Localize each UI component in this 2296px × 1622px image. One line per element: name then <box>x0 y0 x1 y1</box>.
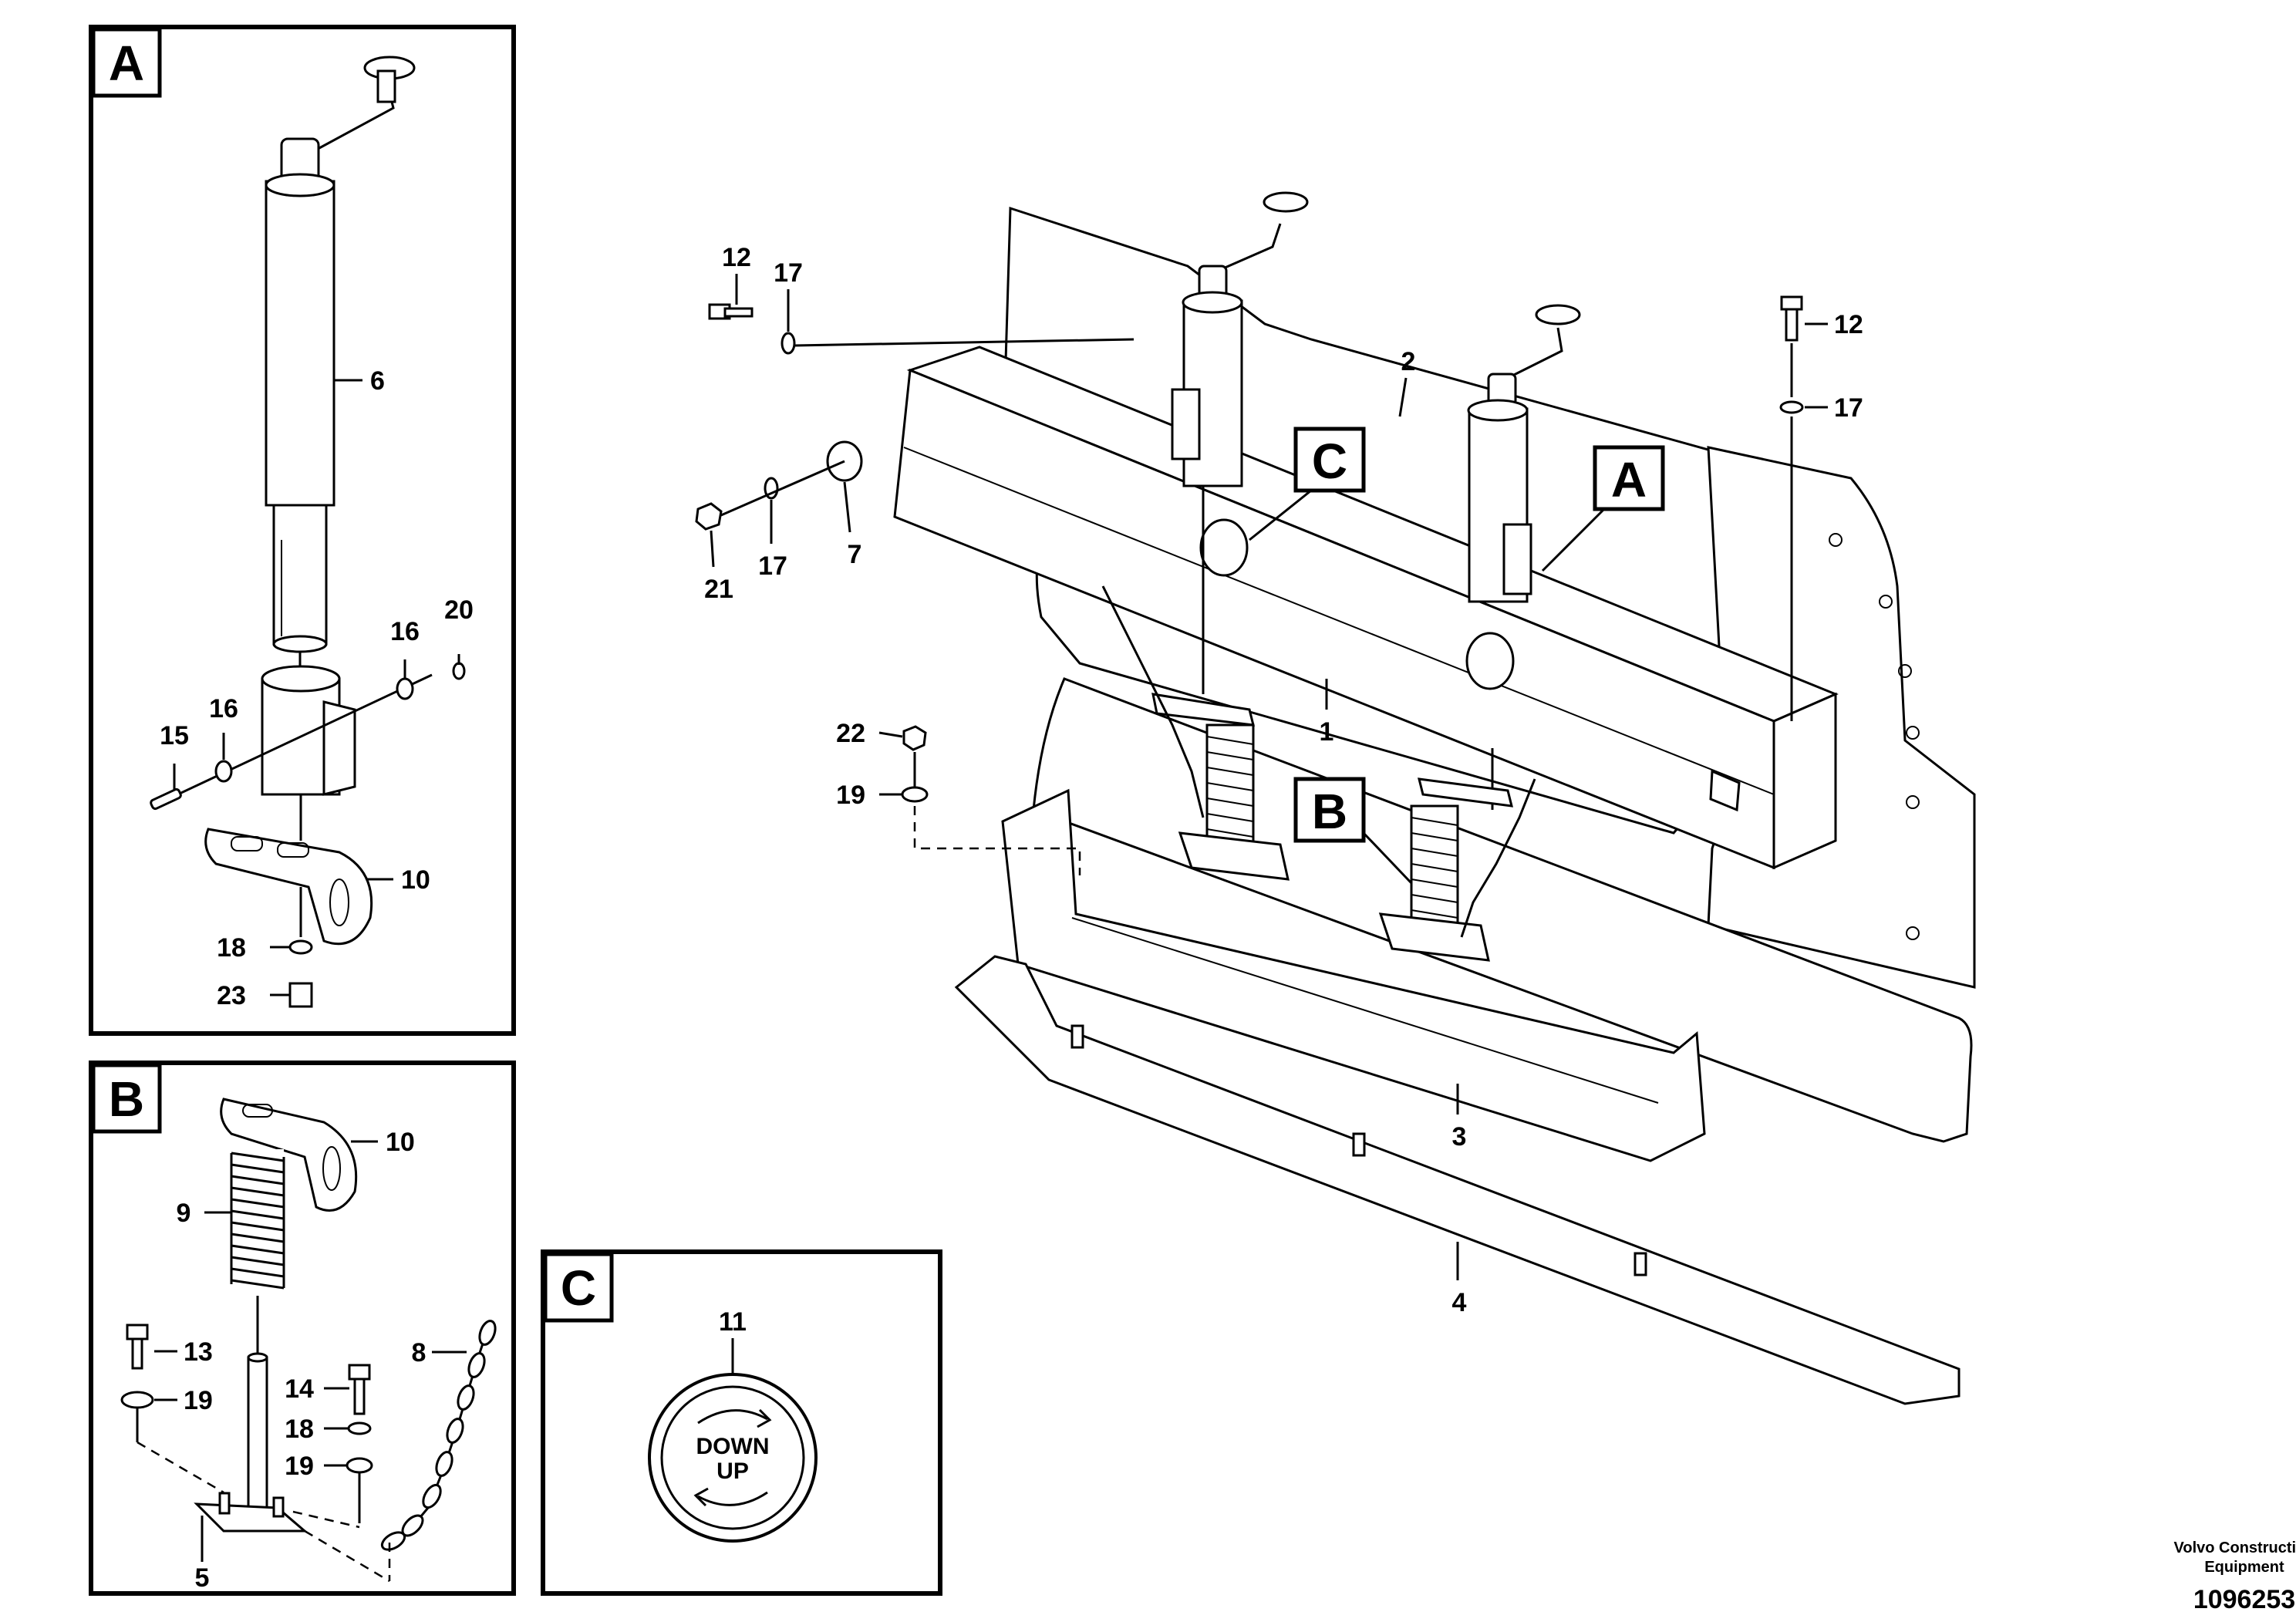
right-jack <box>1467 304 1581 810</box>
skid-plate <box>954 955 1961 1405</box>
rotate-arrow-top-icon <box>697 1409 768 1425</box>
company-name-line1: Volvo Construction <box>2174 1539 2296 1556</box>
company-name-line2: Equipment <box>2204 1559 2284 1576</box>
callout-b-9: 9 <box>177 1199 191 1228</box>
callout-a-23: 23 <box>217 981 246 1010</box>
jack-cylinder <box>265 56 416 653</box>
main-assembly-view: C A B 12 17 12 17 2 7 17 <box>695 191 1976 1405</box>
callout-a-16-lower: 16 <box>209 694 238 723</box>
callout-a-16-upper: 16 <box>390 617 420 646</box>
detail-c-tag: C <box>561 1260 596 1316</box>
callout-a-6: 6 <box>370 366 385 396</box>
document-number: 1096253 <box>2193 1585 2295 1614</box>
callout-main-7: 7 <box>848 540 862 569</box>
callout-b-18: 18 <box>285 1415 314 1444</box>
callout-c-11: 11 <box>719 1307 747 1337</box>
detail-a-tag: A <box>109 35 144 91</box>
detail-view-b: B <box>89 1061 516 1596</box>
detail-a-tag-box <box>91 27 162 98</box>
knob-label-down: DOWN <box>696 1434 770 1459</box>
knob-label-up: UP <box>716 1458 749 1484</box>
callout-main-12-right: 12 <box>1834 310 1863 339</box>
detail-b-tag: B <box>109 1071 144 1127</box>
svg-text:B: B <box>1312 784 1347 839</box>
detail-b-frame <box>89 1061 516 1596</box>
svg-text:C: C <box>1312 433 1347 489</box>
callout-main-19: 19 <box>836 781 865 810</box>
callout-main-4: 4 <box>1452 1288 1467 1317</box>
detail-view-a: A <box>89 25 516 1036</box>
callout-main-3: 3 <box>1452 1122 1467 1152</box>
mounting-tube <box>261 665 356 796</box>
callout-a-10: 10 <box>401 865 430 895</box>
main-callout-a: A <box>1541 445 1665 572</box>
detail-c-tag-box <box>543 1252 614 1323</box>
channel-plate <box>1001 788 1706 1162</box>
footer: Volvo Construction Equipment 1096253 <box>2174 1539 2296 1614</box>
main-callout-b: B <box>1293 777 1413 885</box>
right-spring-assembly <box>1378 777 1536 962</box>
callout-b-10: 10 <box>386 1128 415 1157</box>
left-spring-assembly <box>1101 585 1290 881</box>
callout-b-13: 13 <box>184 1337 213 1367</box>
callout-main-2: 2 <box>1401 347 1416 376</box>
rotate-arrow-bottom-icon <box>697 1491 768 1506</box>
main-beam <box>893 346 1839 870</box>
callout-a-15: 15 <box>160 721 189 750</box>
detail-a-frame <box>89 25 516 1036</box>
callout-main-1: 1 <box>1320 717 1334 747</box>
main-callout-c: C <box>1249 427 1366 541</box>
bracket-b <box>220 1098 358 1212</box>
down-up-knob: DOWN UP <box>648 1373 818 1543</box>
pin-base <box>194 1352 308 1533</box>
callout-b-14: 14 <box>285 1374 314 1404</box>
svg-text:A: A <box>1611 452 1647 508</box>
callout-b-8: 8 <box>412 1338 426 1367</box>
detail-c-frame <box>541 1249 942 1596</box>
callout-main-17-right: 17 <box>1834 393 1863 423</box>
callout-b-19-right: 19 <box>285 1452 314 1481</box>
callout-a-20: 20 <box>444 595 474 625</box>
callout-main-12-left: 12 <box>722 243 751 272</box>
callout-a-18: 18 <box>217 933 246 963</box>
detail-b-tag-box <box>91 1063 162 1134</box>
callout-main-22: 22 <box>836 719 865 748</box>
bracket <box>204 828 373 946</box>
chain <box>380 1320 497 1551</box>
callout-b-5: 5 <box>195 1563 210 1593</box>
left-jack <box>1171 191 1309 694</box>
callout-main-21: 21 <box>704 575 733 604</box>
callout-main-17-left: 17 <box>774 258 803 288</box>
callout-b-19-left: 19 <box>184 1386 213 1415</box>
detail-view-c: C 11 DOWN UP <box>541 1249 942 1596</box>
callout-main-17-mid: 17 <box>758 551 787 581</box>
spring <box>230 1149 285 1290</box>
